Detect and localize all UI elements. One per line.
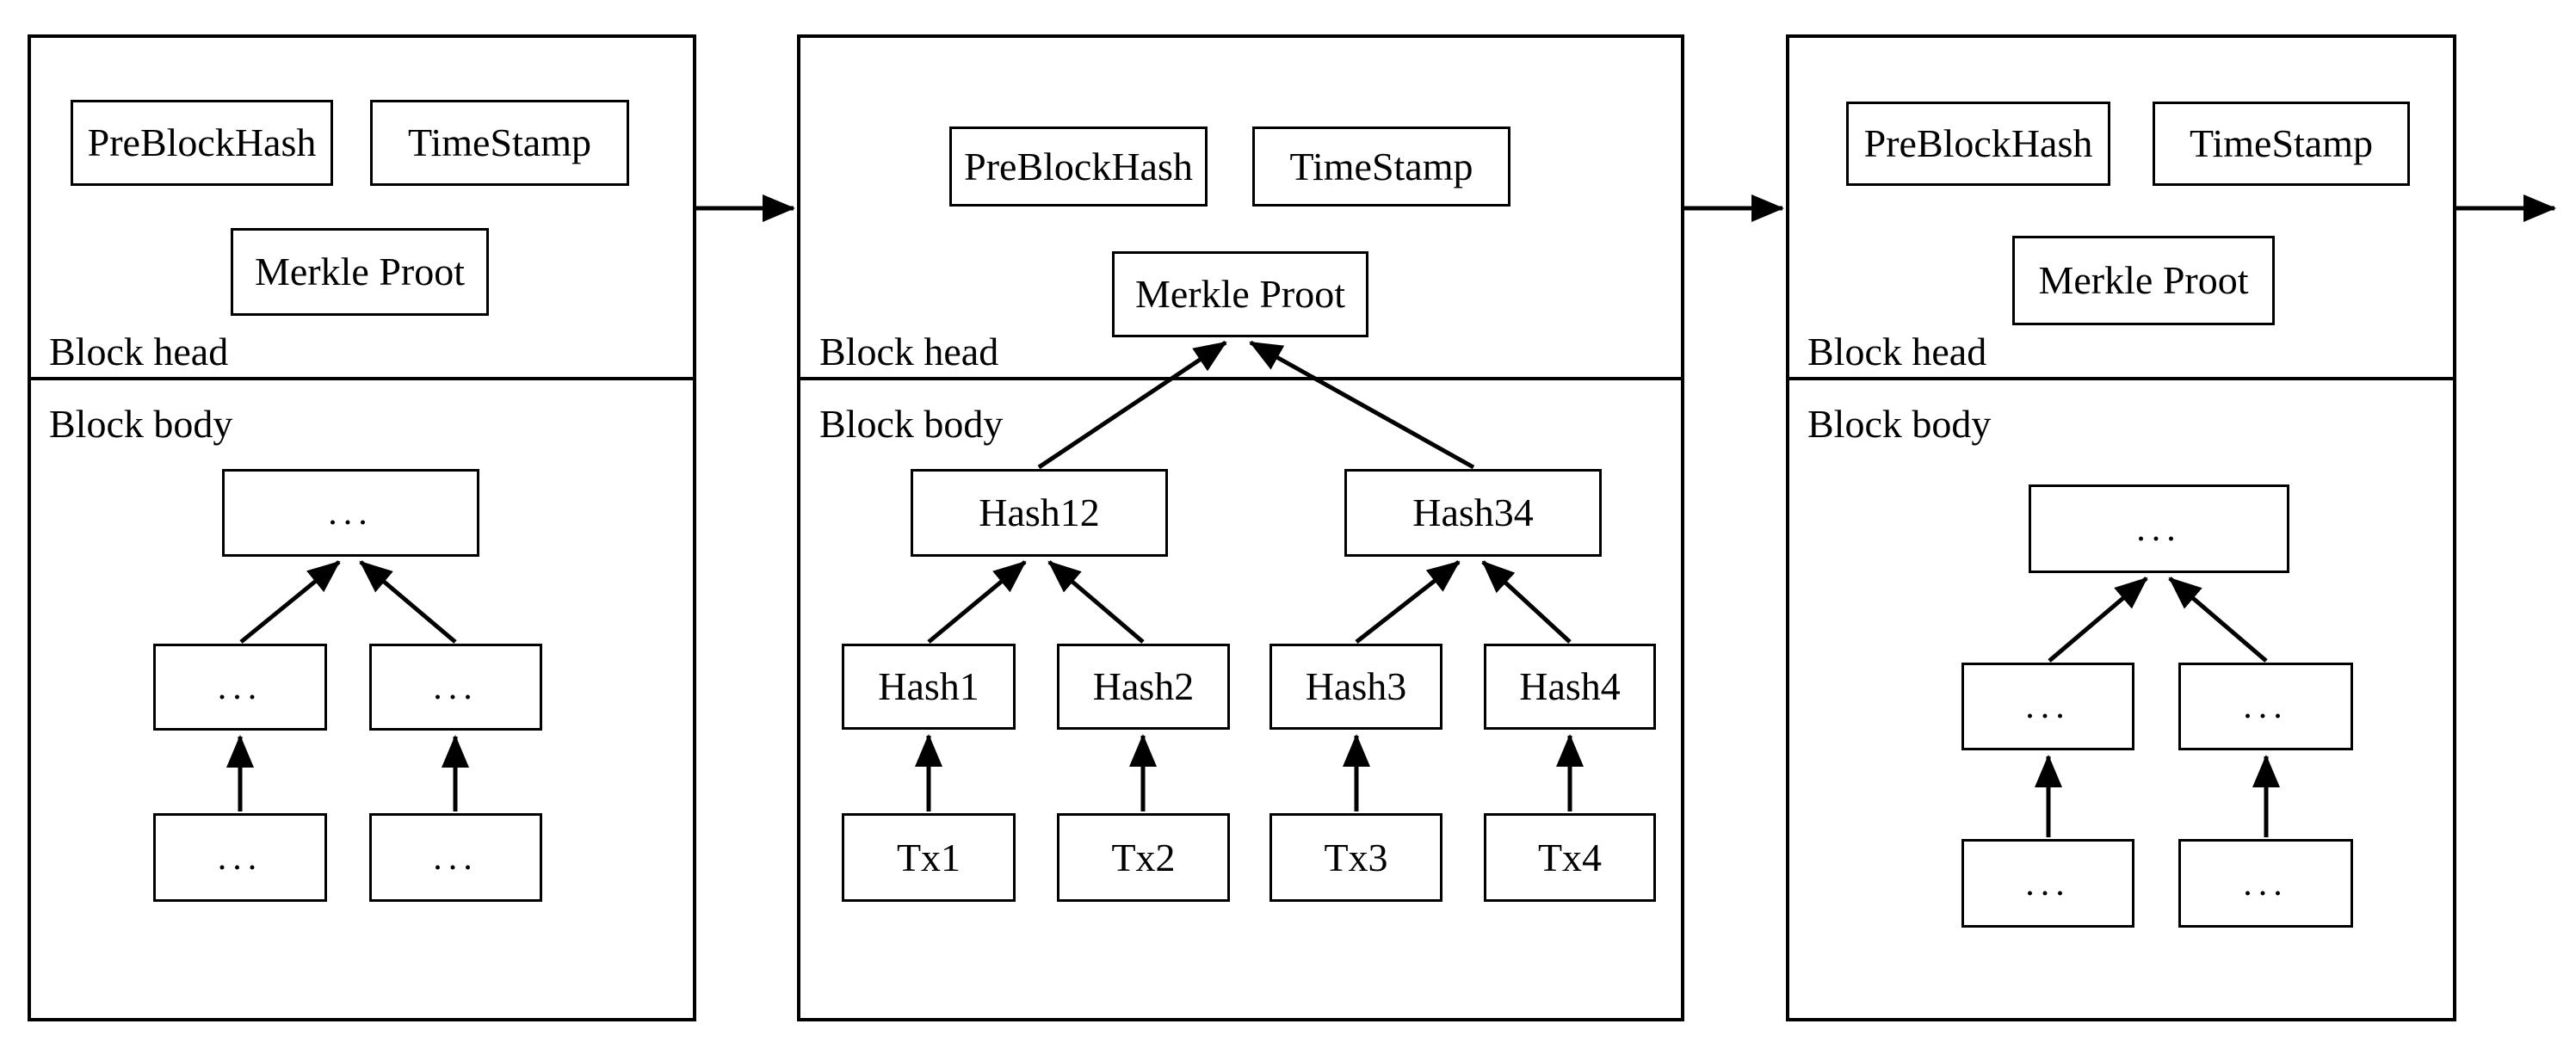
hash34-node: Hash34 — [1344, 469, 1602, 557]
merkle-root-box: Merkle Proot — [2012, 236, 2275, 325]
arrow-node-to-root — [359, 560, 457, 644]
merkle-tree-root-node: ... — [222, 469, 479, 557]
merkle-root-box: Merkle Proot — [1112, 251, 1368, 337]
timestamp-box: TimeStamp — [1252, 126, 1510, 207]
merkle-tree-leaf-left: ... — [1961, 839, 2134, 928]
merkle-tree-leaf-right: ... — [2178, 839, 2353, 928]
merkle-tree-node-right: ... — [369, 644, 542, 731]
hash3-node: Hash3 — [1269, 644, 1442, 730]
block-1-head-label: Block head — [49, 330, 229, 373]
hash2-node: Hash2 — [1057, 644, 1230, 730]
arrow-node-to-root — [2048, 577, 2148, 663]
arrow-hash3-to-hash34 — [1355, 560, 1461, 644]
merkle-tree-node-left: ... — [1961, 663, 2134, 750]
arrow-node-to-root — [239, 560, 341, 644]
timestamp-box: TimeStamp — [370, 100, 629, 186]
arrow-hash34-to-merkle-root — [1249, 340, 1475, 470]
merkle-tree-leaf-right: ... — [369, 813, 542, 902]
preblockhash-box: PreBlockHash — [71, 100, 333, 186]
block-2-head-label: Block head — [819, 330, 999, 373]
arrow-hash1-to-hash12 — [927, 560, 1027, 644]
preblockhash-box: PreBlockHash — [949, 126, 1208, 207]
block-2-body-label: Block body — [819, 402, 1004, 446]
block-1 — [28, 34, 696, 1021]
merkle-root-box: Merkle Proot — [231, 228, 489, 316]
timestamp-box: TimeStamp — [2153, 102, 2410, 186]
arrow-hash2-to-hash12 — [1047, 560, 1145, 644]
block-3 — [1786, 34, 2456, 1021]
preblockhash-box: PreBlockHash — [1846, 102, 2110, 186]
merkle-tree-node-right: ... — [2178, 663, 2353, 750]
merkle-tree-leaf-left: ... — [153, 813, 327, 902]
tx2-node: Tx2 — [1057, 813, 1230, 902]
arrow-hash4-to-hash34 — [1481, 560, 1572, 644]
hash12-node: Hash12 — [911, 469, 1168, 557]
tx1-node: Tx1 — [842, 813, 1016, 902]
merkle-tree-root-node: ... — [2029, 484, 2289, 573]
tx3-node: Tx3 — [1269, 813, 1442, 902]
hash4-node: Hash4 — [1484, 644, 1656, 730]
block-1-head-body-divider — [28, 377, 696, 380]
block-3-body-label: Block body — [1807, 402, 1992, 446]
hash1-node: Hash1 — [842, 644, 1016, 730]
block-3-head-body-divider — [1786, 377, 2456, 380]
block-2 — [797, 34, 1684, 1021]
arrow-hash12-to-merkle-root — [1037, 340, 1227, 470]
block-1-body-label: Block body — [49, 402, 233, 446]
block-2-head-body-divider — [797, 377, 1684, 380]
arrow-node-to-root — [2168, 577, 2268, 663]
merkle-tree-node-left: ... — [153, 644, 327, 731]
block-3-head-label: Block head — [1807, 330, 1987, 373]
tx4-node: Tx4 — [1484, 813, 1656, 902]
